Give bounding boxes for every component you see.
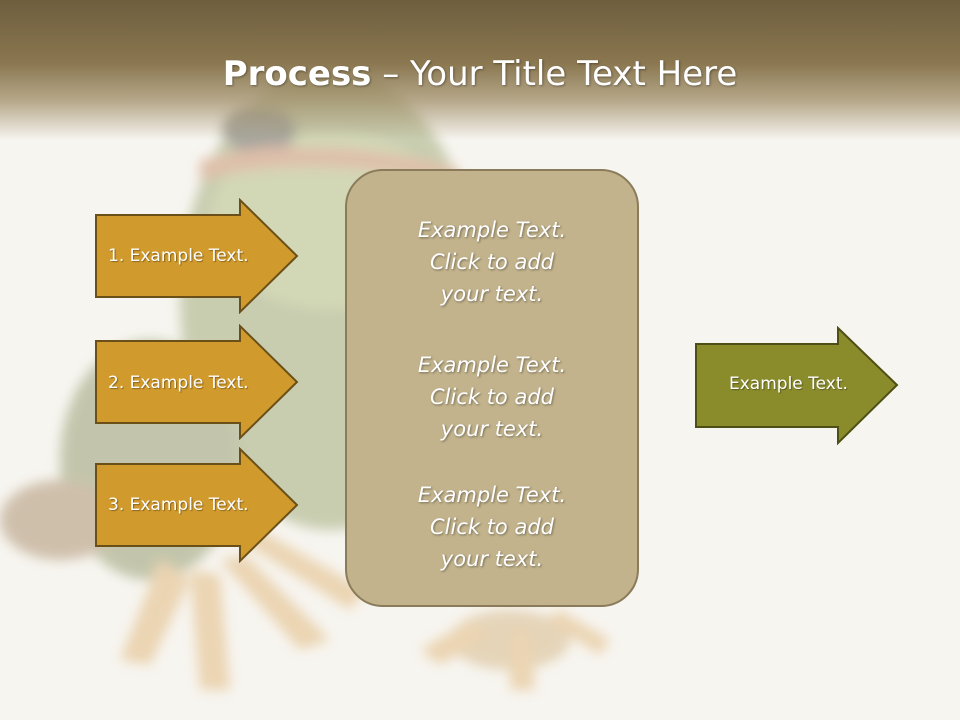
left-arrow-1[interactable] (94, 198, 300, 314)
slide-title[interactable]: Process – Your Title Text Here (0, 52, 960, 96)
left-arrow-3-label: 3. Example Text. (108, 495, 249, 515)
panel-text-3: Example Text. Click to add your text. (417, 483, 567, 571)
left-arrow-2[interactable] (94, 324, 300, 440)
left-arrow-1-label: 1. Example Text. (108, 246, 249, 266)
panel-text-2: Example Text. Click to add your text. (417, 353, 567, 441)
title-bar (0, 0, 960, 140)
title-bold: Process (222, 54, 372, 94)
center-panel[interactable]: Example Text. Click to add your text. Ex… (345, 169, 639, 607)
left-arrow-3[interactable] (94, 447, 300, 563)
right-arrow-label: Example Text. (729, 374, 848, 394)
title-rest: – Your Title Text Here (371, 54, 738, 94)
panel-text-1: Example Text. Click to add your text. (417, 218, 567, 306)
left-arrow-2-label: 2. Example Text. (108, 373, 249, 393)
right-arrow[interactable] (694, 326, 900, 446)
